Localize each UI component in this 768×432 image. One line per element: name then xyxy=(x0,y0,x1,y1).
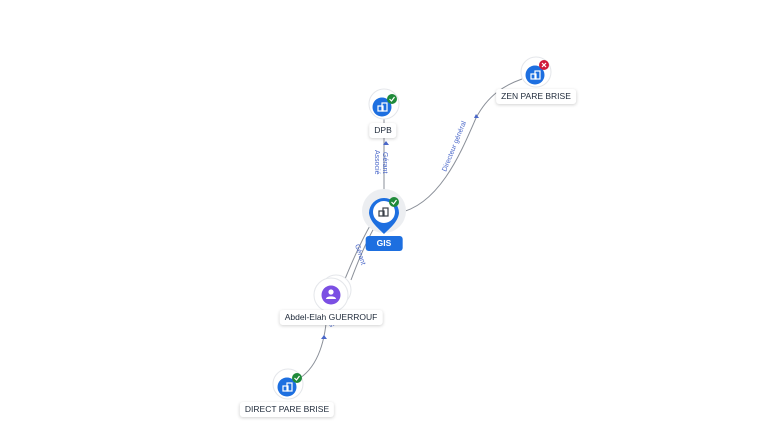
node-direct-pare-brise[interactable] xyxy=(272,368,304,400)
node-label-dpb[interactable]: DPB xyxy=(369,123,397,138)
edge-arrow-dpb xyxy=(383,141,389,145)
node-person[interactable] xyxy=(313,274,352,313)
edge-arrow-zen xyxy=(474,114,479,118)
edge-person-gis-1 xyxy=(344,223,372,280)
node-zen-pare-brise[interactable] xyxy=(520,56,552,88)
node-gis[interactable] xyxy=(362,189,406,234)
status-ok-icon xyxy=(292,373,302,383)
building-icon xyxy=(378,207,389,217)
building-icon xyxy=(282,382,293,392)
edge-gis-zen xyxy=(397,78,523,214)
edge-label-gis-zen: Directeur général xyxy=(441,120,468,173)
status-ok-icon xyxy=(387,94,397,104)
building-icon xyxy=(377,102,388,112)
edge-label-gis-dpb-1: Gérant xyxy=(381,152,388,173)
node-label-zen-pare-brise[interactable]: ZEN PARE BRISE xyxy=(496,89,576,104)
node-label-gis[interactable]: GIS xyxy=(365,236,403,251)
node-label-person[interactable]: Abdel-Elah GUERROUF xyxy=(279,310,383,325)
status-ok-icon xyxy=(389,197,399,207)
node-label-direct-pare-brise[interactable]: DIRECT PARE BRISE xyxy=(239,402,335,417)
edge-label-gis-dpb-2: Associé xyxy=(373,150,380,175)
edge-arrow-direct xyxy=(321,335,327,339)
node-dpb[interactable] xyxy=(368,88,400,120)
building-icon xyxy=(530,70,541,80)
person-icon xyxy=(326,289,336,299)
edge-person-gis-2 xyxy=(350,227,375,281)
status-closed-icon xyxy=(539,60,549,70)
